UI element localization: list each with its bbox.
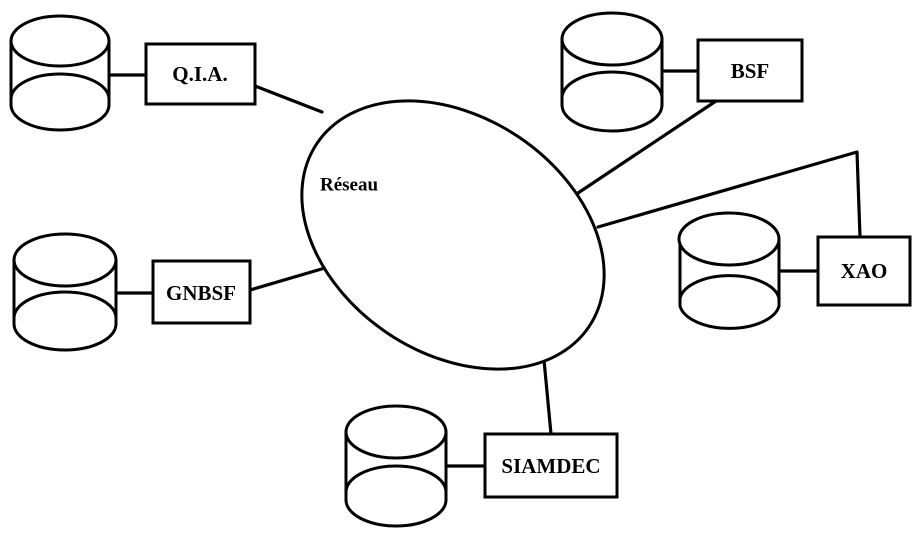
link-xao-network bbox=[596, 150, 862, 239]
database-qia bbox=[9, 14, 111, 132]
node-gnbsf: GNBSF bbox=[151, 259, 252, 325]
link-qia-network bbox=[253, 84, 324, 114]
database-mid-band bbox=[344, 464, 448, 493]
database-mid-band bbox=[9, 72, 111, 100]
network-ellipse bbox=[300, 99, 606, 371]
network-node: Réseau bbox=[300, 99, 606, 371]
database-top bbox=[560, 11, 664, 67]
database-mid-band bbox=[12, 290, 118, 319]
database-top bbox=[344, 404, 448, 460]
database-mid-band bbox=[560, 70, 664, 99]
database-connectors bbox=[107, 69, 820, 468]
node-qia: Q.I.A. bbox=[144, 42, 257, 106]
node-label-gnbsf: GNBSF bbox=[166, 281, 236, 305]
link-bsf-network bbox=[573, 99, 718, 197]
node-label-siamdec: SIAMDEC bbox=[501, 454, 600, 478]
network-label: Réseau bbox=[320, 175, 378, 196]
database-gnbsf bbox=[12, 232, 118, 352]
node-box bbox=[483, 432, 619, 499]
database-top bbox=[677, 211, 781, 267]
node-box bbox=[144, 42, 257, 106]
database-mid-band bbox=[678, 274, 781, 299]
node-box bbox=[816, 235, 912, 307]
database-xao bbox=[677, 211, 781, 330]
link-siamdec-network bbox=[542, 358, 553, 436]
node-label-bsf: BSF bbox=[731, 59, 770, 83]
node-box bbox=[696, 38, 804, 103]
database-siamdec bbox=[344, 404, 448, 528]
node-xao: XAO bbox=[816, 235, 912, 307]
node-box bbox=[151, 259, 252, 325]
node-bsf: BSF bbox=[696, 38, 804, 103]
database-top bbox=[9, 14, 111, 68]
node-label-xao: XAO bbox=[841, 259, 888, 283]
node-label-qia: Q.I.A. bbox=[172, 62, 227, 86]
node-siamdec: SIAMDEC bbox=[483, 432, 619, 499]
database-bsf bbox=[560, 11, 664, 133]
database-top bbox=[12, 232, 118, 288]
